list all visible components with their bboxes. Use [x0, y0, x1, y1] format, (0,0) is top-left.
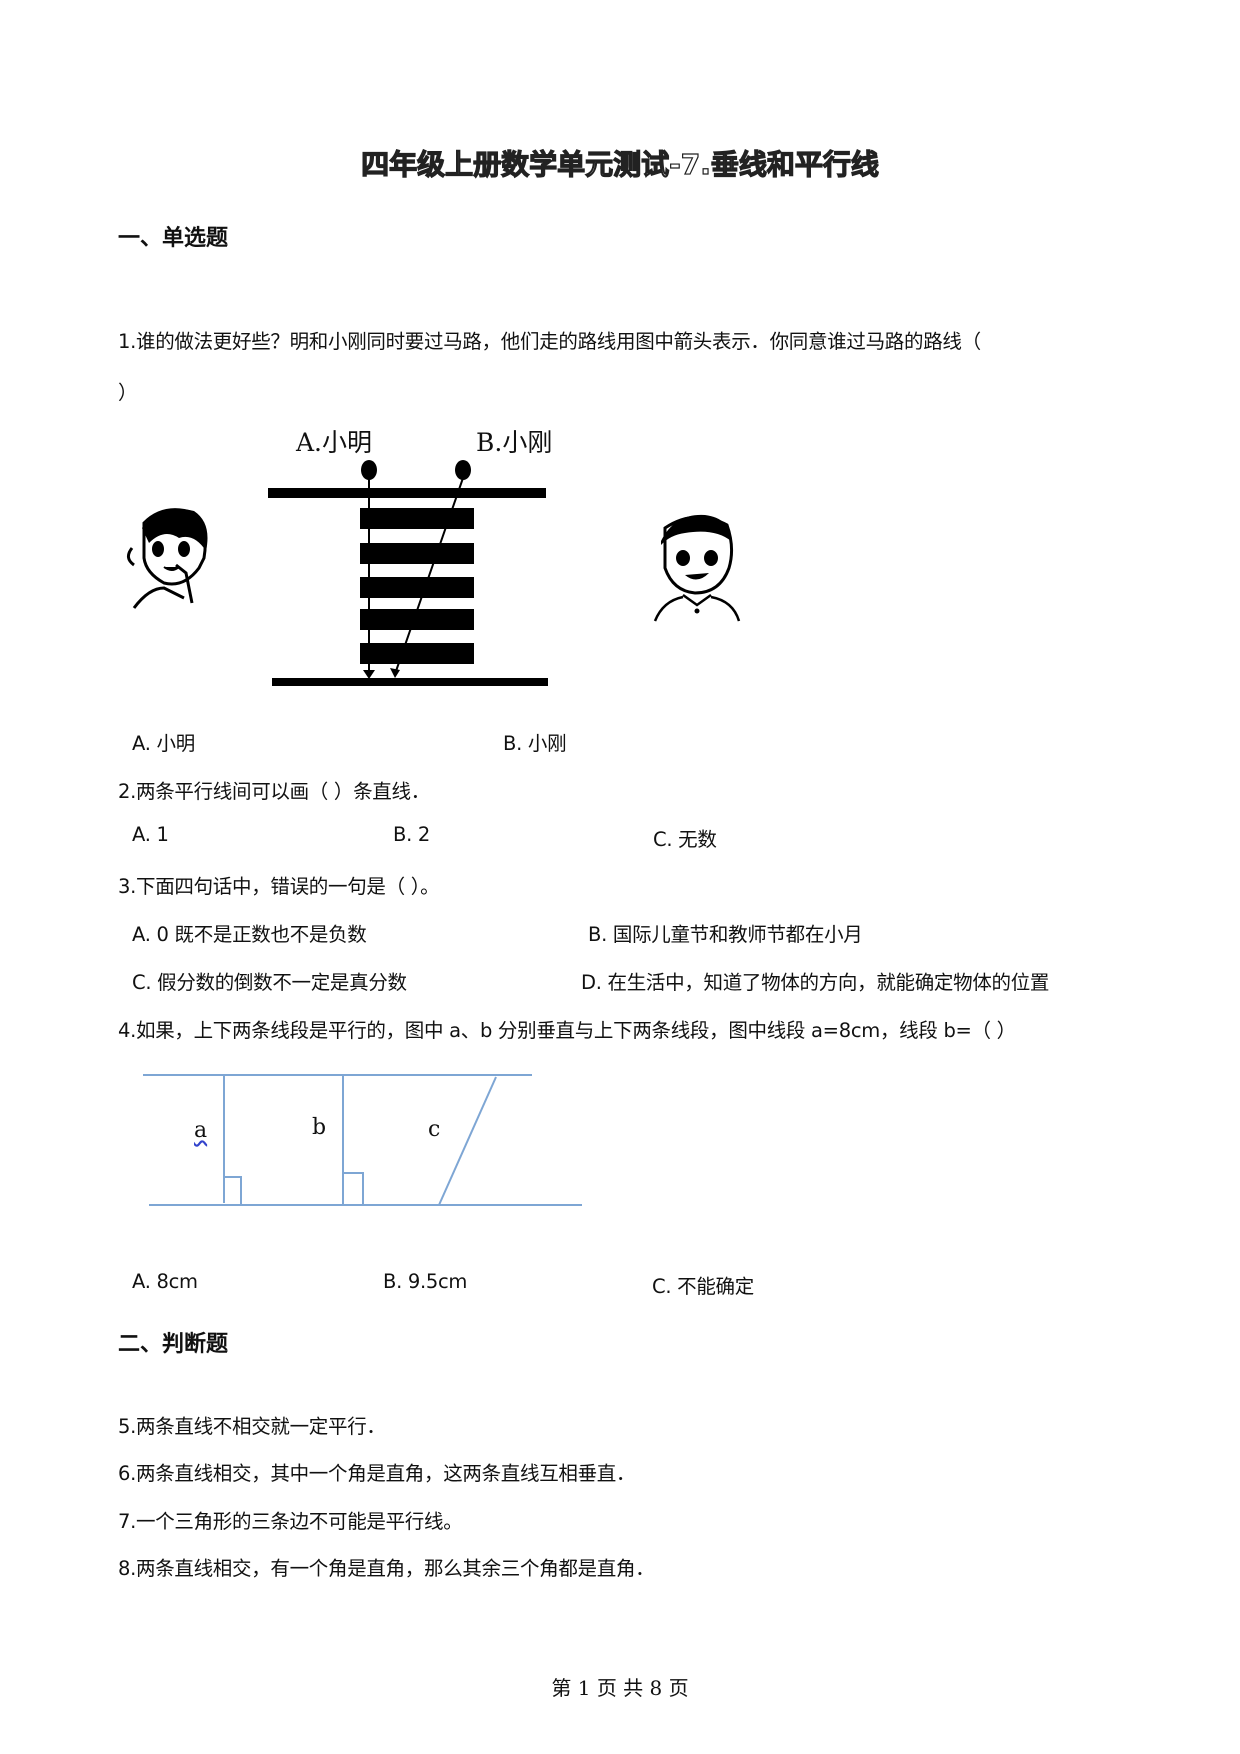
segment-label-a: a [194, 1118, 208, 1143]
q4-option-a[interactable]: A. 8cm [132, 1270, 198, 1293]
question-2-text: 2.两条平行线间可以画（ ）条直线． [118, 780, 430, 803]
question-3-text: 3.下面四句话中，错误的一句是（ ）。 [118, 875, 440, 898]
boy-thinking-icon [127, 508, 208, 609]
segment-label-b: b [312, 1115, 327, 1140]
crosswalk-drawing [268, 460, 548, 686]
q3-option-a[interactable]: A. 0 既不是正数也不是负数 [132, 923, 367, 946]
parallel-lines-drawing [143, 1074, 582, 1206]
question-7-text: 7.一个三角形的三条边不可能是平行线。 [118, 1510, 463, 1533]
q1-option-a[interactable]: A. 小明 [132, 732, 195, 755]
document-title: 四年级上册数学单元测试-7.垂线和平行线 [361, 147, 880, 181]
q3-option-c[interactable]: C. 假分数的倒数不一定是真分数 [132, 971, 407, 994]
question-1-text: 1.谁的做法更好些？明和小刚同时要过马路，他们走的路线用图中箭头表示．你同意谁过… [118, 330, 981, 353]
q3-option-d[interactable]: D. 在生活中，知道了物体的方向，就能确定物体的位置 [581, 971, 1050, 994]
q2-option-b[interactable]: B. 2 [393, 823, 430, 846]
question-6-text: 6.两条直线相交，其中一个角是直角，这两条直线互相垂直． [118, 1462, 636, 1485]
section-heading-true-false: 二、判断题 [118, 1332, 229, 1357]
figure-label-a: A.小明 [296, 428, 373, 457]
question-5-text: 5.两条直线不相交就一定平行． [118, 1415, 386, 1438]
q2-option-c[interactable]: C. 无数 [653, 828, 717, 851]
figure-label-b: B.小刚 [476, 428, 553, 457]
parallel-lines-figure: a b c [130, 1065, 600, 1215]
question-1-text-cont: ） [118, 381, 138, 404]
q4-option-b[interactable]: B. 9.5cm [383, 1270, 468, 1293]
boy-smiling-icon [653, 514, 741, 622]
question-8-text: 8.两条直线相交，有一个角是直角，那么其余三个角都是直角． [118, 1557, 655, 1580]
page-footer: 第 1 页 共 8 页 [551, 1676, 689, 1700]
q3-option-b[interactable]: B. 国际儿童节和教师节都在小月 [588, 923, 863, 946]
segment-label-c: c [428, 1117, 441, 1142]
q1-option-b[interactable]: B. 小刚 [503, 732, 567, 755]
q4-option-c[interactable]: C. 不能确定 [652, 1275, 754, 1298]
crosswalk-figure: A.小明 B.小刚 [120, 418, 770, 688]
q2-option-a[interactable]: A. 1 [132, 823, 169, 846]
question-4-text: 4.如果，上下两条线段是平行的，图中 a、b 分别垂直与上下两条线段，图中线段 … [118, 1019, 1016, 1042]
section-heading-single-choice: 一、单选题 [118, 226, 229, 251]
